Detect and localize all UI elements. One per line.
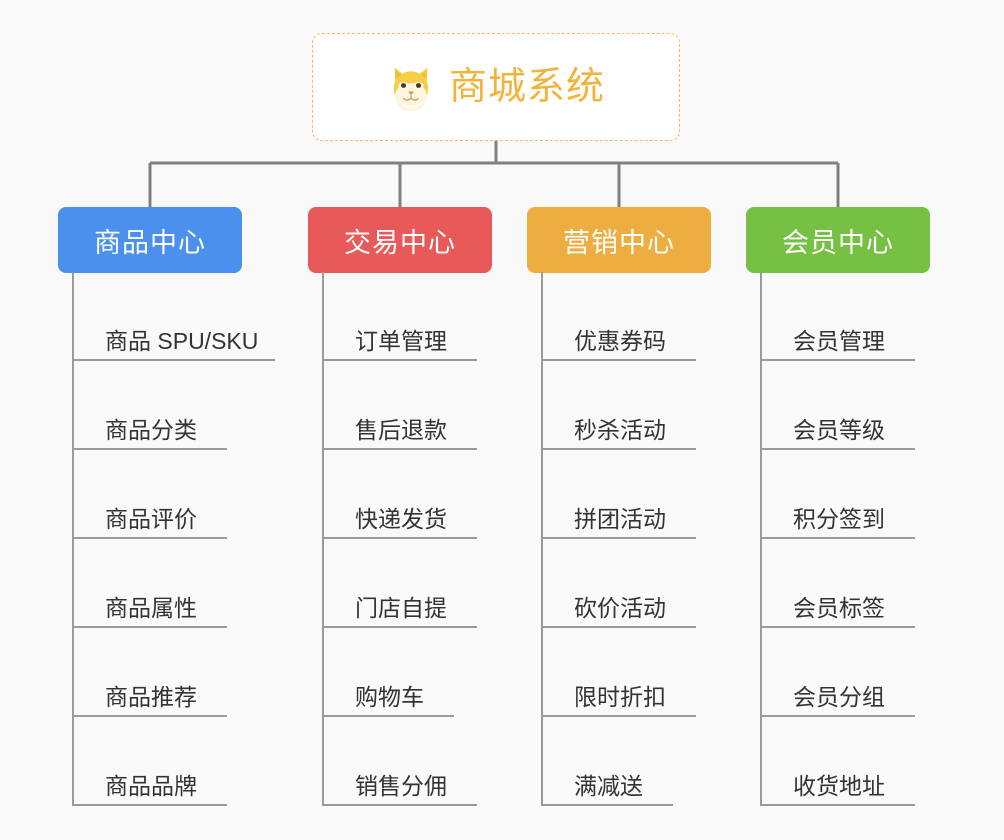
- leaf-label: 售后退款: [355, 417, 447, 443]
- branch-node-4[interactable]: 会员中心: [746, 207, 930, 273]
- leaf-label: 收货地址: [793, 773, 885, 799]
- leaf-label: 商品 SPU/SKU: [105, 328, 259, 354]
- leaf-underline: [72, 715, 227, 717]
- leaf-label: 商品评价: [105, 506, 197, 532]
- branch-node-2[interactable]: 交易中心: [308, 207, 492, 273]
- branch-label: 会员中心: [782, 227, 894, 258]
- leaf-underline: [72, 448, 227, 450]
- leaf-label: 会员管理: [793, 328, 885, 354]
- leaf-underline: [72, 804, 227, 806]
- leaf-label: 会员标签: [793, 595, 885, 621]
- leaf-label: 购物车: [355, 684, 424, 710]
- root-label: 商城系统: [448, 66, 605, 108]
- leaf-underline: [541, 804, 673, 806]
- leaf-underline: [322, 359, 477, 361]
- leaf-underline: [541, 359, 696, 361]
- leaf-label: 优惠券码: [574, 328, 666, 354]
- leaf-label: 积分签到: [793, 506, 885, 532]
- branch-label: 交易中心: [344, 227, 456, 258]
- leaf-underline: [541, 715, 696, 717]
- leaf-underline: [322, 715, 454, 717]
- shiba-dog-face-icon: [393, 67, 429, 111]
- leaf-underline: [760, 448, 915, 450]
- leaf-label: 限时折扣: [574, 684, 666, 710]
- leaf-label: 会员分组: [793, 684, 885, 710]
- leaf-underline: [760, 804, 915, 806]
- leaf-label: 拼团活动: [574, 506, 666, 532]
- branch-label: 商品中心: [94, 227, 206, 258]
- leaf-underline: [322, 537, 477, 539]
- leaf-underline: [541, 448, 696, 450]
- leaf-underline: [322, 804, 477, 806]
- leaf-underline: [760, 537, 915, 539]
- leaf-label: 会员等级: [793, 417, 885, 443]
- leaf-underline: [760, 626, 915, 628]
- leaf-underline: [72, 626, 227, 628]
- leaf-label: 商品品牌: [105, 773, 197, 799]
- leaf-label: 砍价活动: [574, 595, 666, 621]
- leaf-spine: [322, 272, 324, 806]
- leaf-underline: [72, 359, 275, 361]
- leaf-spine: [541, 272, 543, 806]
- leaf-label: 商品推荐: [105, 684, 197, 710]
- leaf-label: 快递发货: [355, 506, 447, 532]
- leaf-underline: [541, 626, 696, 628]
- leaf-label: 秒杀活动: [574, 417, 666, 443]
- leaf-underline: [72, 537, 227, 539]
- leaf-label: 订单管理: [355, 328, 447, 354]
- leaf-label: 门店自提: [355, 595, 447, 621]
- branch-node-3[interactable]: 营销中心: [527, 207, 711, 273]
- leaf-underline: [760, 359, 915, 361]
- branch-label: 营销中心: [563, 227, 675, 258]
- leaf-label: 商品分类: [105, 417, 197, 443]
- root-node[interactable]: 商城系统: [312, 33, 680, 141]
- leaf-underline: [760, 715, 915, 717]
- leaf-spine: [760, 272, 762, 806]
- leaf-spine: [72, 272, 74, 806]
- leaf-underline: [322, 626, 477, 628]
- leaf-label: 商品属性: [105, 595, 197, 621]
- leaf-label: 满减送: [574, 773, 643, 799]
- leaf-underline: [322, 448, 477, 450]
- branch-node-1[interactable]: 商品中心: [58, 207, 242, 273]
- leaf-underline: [541, 537, 696, 539]
- leaf-label: 销售分佣: [355, 773, 447, 799]
